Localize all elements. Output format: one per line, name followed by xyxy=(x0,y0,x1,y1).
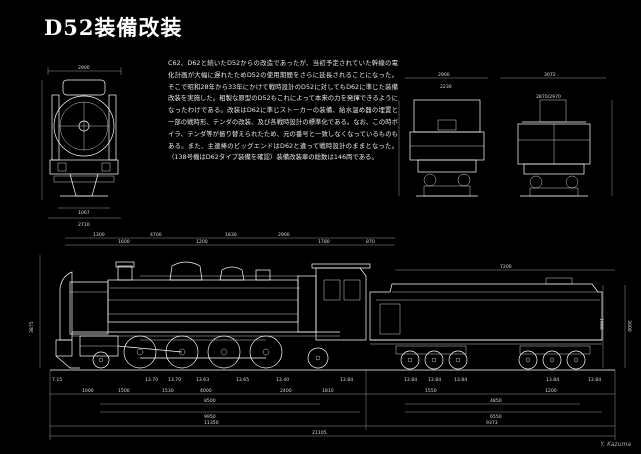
dim-base-6: 1810 xyxy=(322,388,334,394)
dim-wheelbase-engine: 8500 xyxy=(204,398,216,404)
dim-top-8: 870 xyxy=(366,239,375,245)
dim-top-7: 1780 xyxy=(318,239,330,245)
wheel-label-8: 13.84 xyxy=(404,377,417,383)
tender-rear-view: 3072 2870/2970 xyxy=(500,72,613,197)
description-text: C62、D62と続いたD52からの改造であったが、当初予定されていた幹線の電化計… xyxy=(168,59,398,162)
wheel-label-6: 13.40 xyxy=(276,377,289,383)
dim-loco-length: 11350 xyxy=(204,420,219,426)
dim-base-5: 2400 xyxy=(280,388,292,394)
wheel-label-4: 13.63 xyxy=(196,377,209,383)
side-elevation: 1300 4700 1830 2900 1600 1200 1780 870 7… xyxy=(29,232,632,440)
wheel-label-3: 13.70 xyxy=(168,377,181,383)
wheel-label-1: 7.15 xyxy=(52,377,62,383)
dim-front-gauge: 1067 xyxy=(78,210,90,216)
dim-height-left: 3875 xyxy=(29,321,35,333)
dim-base-1: 1000 xyxy=(82,388,94,394)
wheel-label-5: 13.65 xyxy=(236,377,249,383)
dim-top-6: 1200 xyxy=(196,239,208,245)
dim-total-length: 21105 xyxy=(312,430,327,436)
wheel-label-2: 13.70 xyxy=(145,377,158,383)
dim-front-width: 2900 xyxy=(78,65,90,71)
dim-base-3: 1530 xyxy=(162,388,174,394)
wheel-label-11: 13.84 xyxy=(546,377,559,383)
dim-base-2: 1500 xyxy=(118,388,130,394)
dim-top-3: 1830 xyxy=(225,232,237,238)
dim-front-track: 2710 xyxy=(78,222,90,228)
dim-rear-width: 2900 xyxy=(438,72,450,78)
dim-top-2: 4700 xyxy=(150,232,162,238)
dim-base-7: 1550 xyxy=(425,388,437,394)
signature: Y. Kazuma xyxy=(600,441,631,448)
rear-view: 2900 2230 xyxy=(398,72,488,197)
dim-height-mid: 1980 xyxy=(598,318,604,330)
dim-height-right: 3000 xyxy=(626,320,632,332)
dim-wheelbase-total: 9950 xyxy=(204,414,216,420)
dim-tender-length-2: 9373 xyxy=(486,420,498,426)
dim-top-4: 2900 xyxy=(278,232,290,238)
dim-rear-right-sub: 2870/2970 xyxy=(536,94,561,100)
dim-top-5: 1600 xyxy=(118,239,130,245)
dim-rear-right-width: 3072 xyxy=(544,72,556,78)
front-view: 2900 1067 2710 xyxy=(41,65,122,228)
dim-top-1: 1300 xyxy=(93,232,105,238)
dim-cab-width: 2230 xyxy=(440,84,452,90)
dim-tender-total: 6550 xyxy=(490,414,502,420)
wheel-label-10: 13.84 xyxy=(454,377,467,383)
dim-base-8: 1200 xyxy=(545,388,557,394)
dim-base-4: 4000 xyxy=(200,388,212,394)
wheel-label-9: 13.84 xyxy=(428,377,441,383)
wheel-label-12: 13.84 xyxy=(588,377,601,383)
page-title: D52装備改装 xyxy=(44,15,183,40)
wheel-label-7: 13.84 xyxy=(340,377,353,383)
dim-tender-base: 4850 xyxy=(490,398,502,404)
dim-tender-length: 7200 xyxy=(500,264,512,270)
